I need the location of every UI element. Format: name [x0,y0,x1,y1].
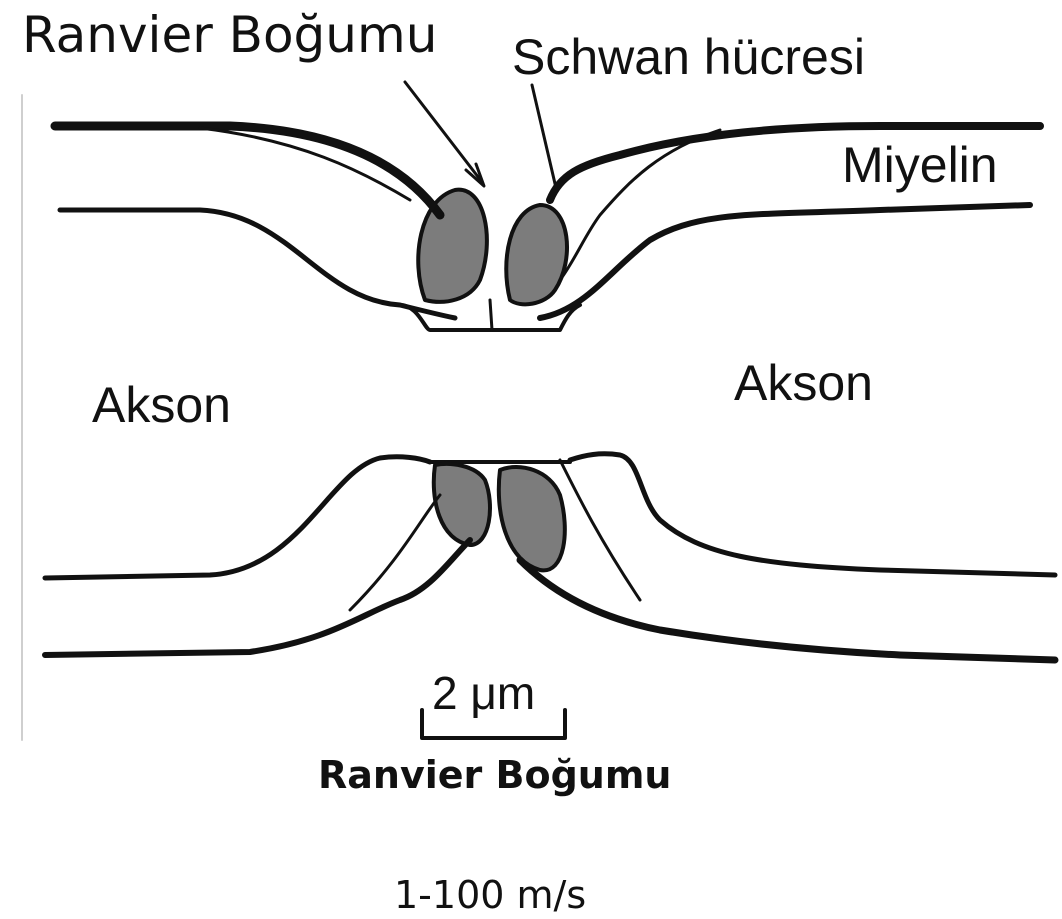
schwann-pointer-line [532,85,556,188]
lower-right-inner-myelin [570,454,1055,575]
upper-right-inner-myelin [540,205,1030,318]
scale-bar-label: 2 μm [432,670,535,716]
node-of-ranvier-label: Ranvier Boğumu [22,10,437,60]
lower-node-right-loop [499,467,565,570]
upper-node-center-line [490,300,492,330]
schwann-cell-label: Schwan hücresi [512,32,865,82]
upper-left-outer-myelin [55,126,440,215]
lower-left-inner-myelin [45,457,430,578]
upper-left-inner-myelin [60,210,455,318]
upper-node-right-loop [506,205,567,304]
lower-node-left-loop [434,464,490,545]
diagram-caption: Ranvier Boğumu [318,756,671,794]
node-pointer-line [405,82,482,182]
conduction-speed-label: 1-100 m/s [394,876,586,914]
lower-right-sheath-curve [560,460,640,600]
myelin-label: Miyelin [842,140,998,190]
lower-left-sheath-curve [350,495,440,610]
axon-left-label: Akson [92,380,231,430]
lower-left-outer-myelin [45,540,470,655]
axon-right-label: Akson [734,358,873,408]
